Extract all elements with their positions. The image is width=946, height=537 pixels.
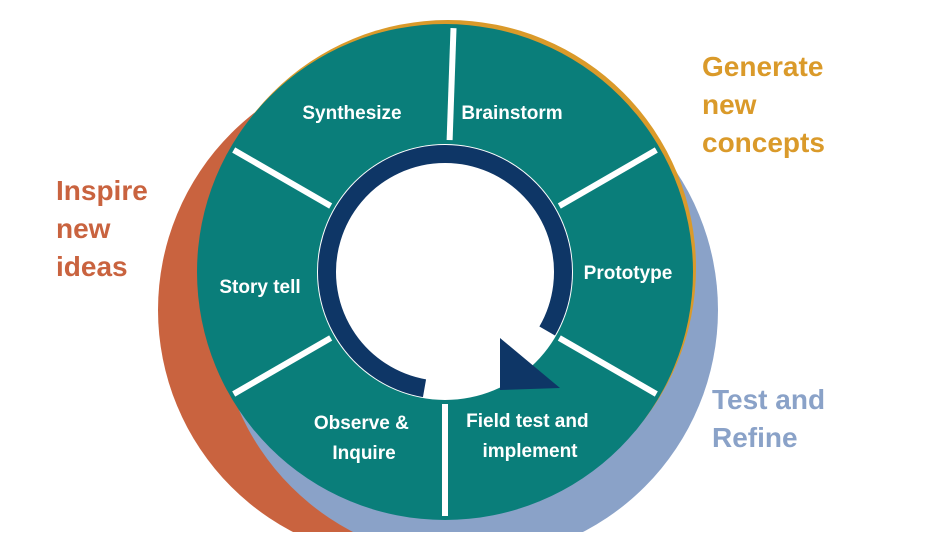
- segment-label-observe: Observe & Inquire: [314, 413, 414, 464]
- segment-label-story-tell: Story tell: [219, 277, 300, 298]
- phase-label-generate: Generate new concepts: [702, 48, 825, 162]
- wheel-hub: [317, 144, 573, 400]
- phase-line: new: [702, 89, 757, 120]
- divider-line-0: [446, 28, 457, 141]
- segment-label-prototype: Prototype: [584, 263, 673, 284]
- arrow-arc: [318, 145, 572, 398]
- divider-line-2: [557, 335, 658, 397]
- phase-label-inspire: Inspire new ideas: [56, 172, 148, 286]
- segment-label-synthesize: Synthesize: [302, 103, 401, 124]
- phase-line: concepts: [702, 127, 825, 158]
- divider-line-1: [557, 147, 658, 209]
- phase-line: ideas: [56, 251, 128, 282]
- segment-label-field-test: Field test and implement: [466, 411, 594, 462]
- phase-line: Inspire: [56, 175, 148, 206]
- divider-line-4: [232, 335, 333, 397]
- phase-line: new: [56, 213, 111, 244]
- segment-dividers: [232, 28, 658, 516]
- phase-line: Refine: [712, 422, 798, 453]
- clockwise-arrow-icon: [318, 145, 572, 398]
- phase-line: Generate: [702, 51, 824, 82]
- arrow-head: [500, 338, 560, 390]
- segment-label-brainstorm: Brainstorm: [461, 103, 562, 124]
- phase-line: Test and: [712, 384, 826, 415]
- phase-label-test: Test and Refine: [712, 381, 825, 457]
- divider-line-5: [232, 147, 333, 209]
